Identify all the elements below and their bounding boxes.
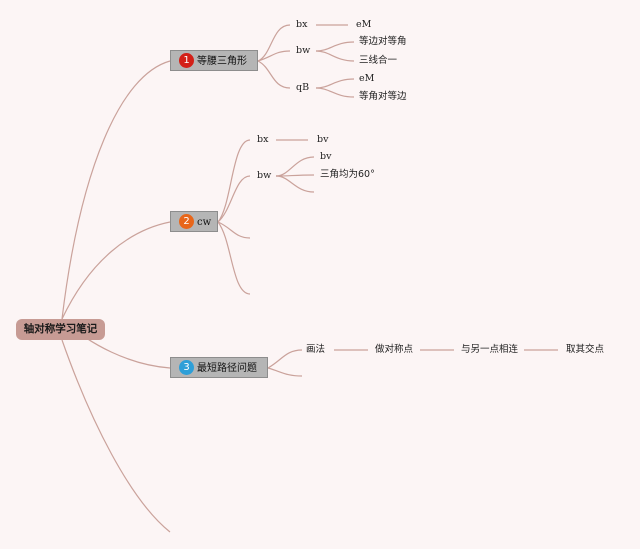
branch-number-badge: 2 [179, 214, 194, 229]
leaf-b2-bx-bv[interactable]: bv [317, 134, 329, 145]
connector-b1-qb [257, 60, 291, 89]
branch-label: 等腰三角形 [197, 56, 247, 67]
connector-b2-bx [217, 139, 251, 223]
connector-b3-empty [267, 367, 303, 377]
connector-b2-bw-3 [275, 175, 315, 193]
connector-b3-hf [267, 349, 303, 369]
connector-b1-qb-2 [315, 87, 355, 98]
subtopic-b2-bx[interactable]: bx [257, 134, 269, 145]
connector-b1-bw-2 [315, 50, 355, 62]
leaf-b1-qb-2[interactable]: 等角对等边 [359, 91, 407, 102]
connector-root-branch-2 [61, 221, 171, 320]
leaf-b2-bw-2[interactable]: 三角均为60° [320, 169, 375, 180]
branch-label: 最短路径问题 [197, 363, 257, 374]
connector-root-tail [61, 339, 171, 533]
branch-number-badge: 3 [179, 359, 194, 375]
connector-b2-bw [217, 175, 251, 223]
subtopic-b2-bw[interactable]: bw [257, 170, 272, 181]
leaf-b3-1[interactable]: 做对称点 [375, 344, 414, 355]
connector-b1-qb-1 [315, 78, 355, 89]
branch-number-badge: 1 [179, 52, 194, 68]
branch-label: cw [197, 217, 212, 228]
leaf-b2-bw-1[interactable]: bv [320, 151, 332, 162]
connector-root-branch-1 [61, 60, 171, 320]
subtopic-b1-bx[interactable]: bx [296, 19, 308, 30]
connector-b1-bx [257, 24, 291, 62]
leaf-b3-2[interactable]: 与另一点相连 [461, 344, 519, 355]
connector-b2-empty-1 [217, 221, 251, 239]
root-topic[interactable]: 轴对称学习笔记 [16, 319, 105, 340]
connector-b2-bw-1 [275, 156, 315, 177]
connector-b1-bw-1 [315, 41, 355, 52]
subtopic-b1-qb[interactable]: qB [296, 82, 310, 93]
connector-b1-bw [257, 50, 291, 62]
leaf-b1-qb-1[interactable]: eM [359, 73, 375, 84]
subtopic-b1-bw[interactable]: bw [296, 45, 311, 56]
connector-b2-empty-2 [217, 221, 251, 295]
leaf-b1-bx-em[interactable]: eM [356, 19, 372, 30]
leaf-b1-bw-1[interactable]: 等边对等角 [359, 36, 407, 47]
leaf-b1-bw-2[interactable]: 三线合一 [359, 55, 398, 66]
subtopic-b3-method[interactable]: 画法 [306, 344, 326, 355]
leaf-b3-3[interactable]: 取其交点 [566, 344, 605, 355]
